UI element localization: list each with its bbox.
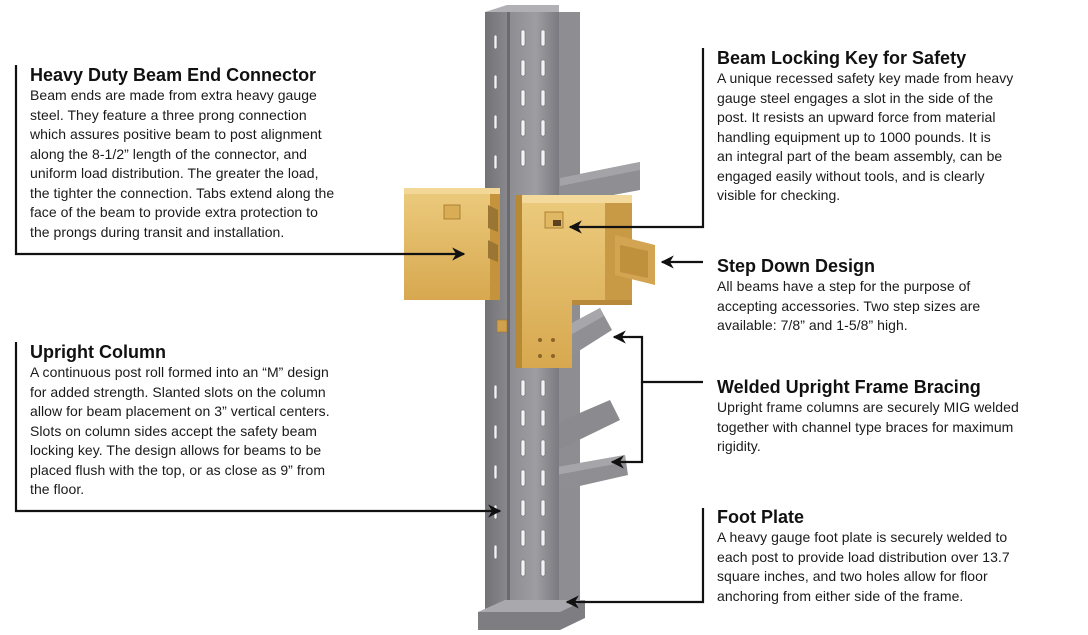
callout-title: Heavy Duty Beam End Connector bbox=[30, 65, 317, 85]
leader-locking-key bbox=[568, 48, 705, 234]
leader-foot-plate bbox=[565, 508, 705, 609]
leader-bracing bbox=[612, 330, 703, 384]
callout-line: uniform load distribution. The greater t… bbox=[30, 165, 319, 181]
callout-line: gauge steel engages a slot in the side o… bbox=[717, 89, 994, 106]
callout-line: A continuous post roll formed into an “M… bbox=[30, 364, 329, 380]
callout-line: which assures positive beam to post alig… bbox=[30, 126, 322, 142]
callout-line: the tighter the connection. Tabs extend … bbox=[30, 184, 335, 201]
callout-title: Beam Locking Key for Safety bbox=[717, 48, 967, 68]
callout-line: Slots on column sides accept the safety … bbox=[30, 422, 318, 439]
callout-line: steel. They feature a three prong connec… bbox=[30, 106, 307, 123]
callout-line: engaged easily without tools, and is cle… bbox=[717, 167, 985, 184]
callout-title: Step Down Design bbox=[717, 256, 876, 276]
callout-line: allow for beam placement on 3” vertical … bbox=[30, 403, 330, 419]
callout-line: an integral part of the beam assembly, c… bbox=[717, 148, 1003, 164]
callout-line: locking key. The design allows for beams… bbox=[30, 442, 322, 458]
callout-foot-plate: Foot Plate A heavy gauge foot plate is s… bbox=[717, 507, 1057, 606]
beam-end-connector bbox=[404, 188, 500, 300]
callout-line: A heavy gauge foot plate is securely wel… bbox=[717, 529, 1008, 545]
callout-line: the floor. bbox=[30, 481, 85, 497]
leader-bracing-lower bbox=[610, 382, 644, 469]
column-slots bbox=[493, 29, 546, 577]
callout-line: anchoring from either side of the frame. bbox=[717, 587, 964, 604]
callout-line: visible for checking. bbox=[717, 187, 841, 203]
callout-title: Upright Column bbox=[30, 342, 166, 362]
callout-line: Beam ends are made from extra heavy gaug… bbox=[30, 87, 317, 103]
callout-line: together with channel type braces for ma… bbox=[717, 418, 1014, 435]
callout-beam-locking-key: Beam Locking Key for Safety A unique rec… bbox=[717, 48, 1067, 206]
callout-line: All beams have a step for the purpose of bbox=[717, 278, 971, 294]
beam-locking-key-assembly bbox=[496, 195, 655, 368]
callout-line: for added strength. Slanted slots on the… bbox=[30, 383, 326, 400]
callout-line: square inches, and two holes allow for f… bbox=[717, 568, 988, 584]
callout-title: Foot Plate bbox=[717, 507, 805, 527]
callout-welded-bracing: Welded Upright Frame Bracing Upright fra… bbox=[717, 377, 1077, 457]
callout-line: rigidity. bbox=[717, 438, 761, 454]
callout-title: Welded Upright Frame Bracing bbox=[717, 377, 981, 397]
callout-step-down-design: Step Down Design All beams have a step f… bbox=[717, 256, 1057, 336]
callout-line: available: 7/8” and 1-5/8” high. bbox=[717, 317, 908, 333]
callout-line: handling equipment up to 1000 pounds. It… bbox=[717, 128, 991, 145]
callout-line: the prongs during transit and installati… bbox=[30, 223, 285, 240]
foot-plate bbox=[478, 600, 585, 630]
callout-line: Upright frame columns are securely MIG w… bbox=[717, 399, 1019, 415]
callout-line: each post to provide load distribution o… bbox=[717, 548, 1010, 565]
callout-upright-column: Upright Column A continuous post roll fo… bbox=[30, 342, 400, 500]
callout-line: accepting accessories. Two step sizes ar… bbox=[717, 297, 981, 314]
callout-line: along the 8-1/2” length of the connector… bbox=[30, 145, 308, 162]
callout-line: A unique recessed safety key made from h… bbox=[717, 70, 1014, 86]
callout-line: post. It resists an upward force from ma… bbox=[717, 109, 996, 125]
leader-beam-end bbox=[14, 65, 466, 261]
callout-leader-lines bbox=[14, 48, 705, 609]
callout-beam-end-connector: Heavy Duty Beam End Connector Beam ends … bbox=[30, 65, 395, 242]
leader-upright bbox=[14, 342, 502, 518]
callout-line: placed flush with the top, or as close a… bbox=[30, 461, 326, 478]
callout-line: face of the beam to provide extra protec… bbox=[30, 204, 318, 220]
